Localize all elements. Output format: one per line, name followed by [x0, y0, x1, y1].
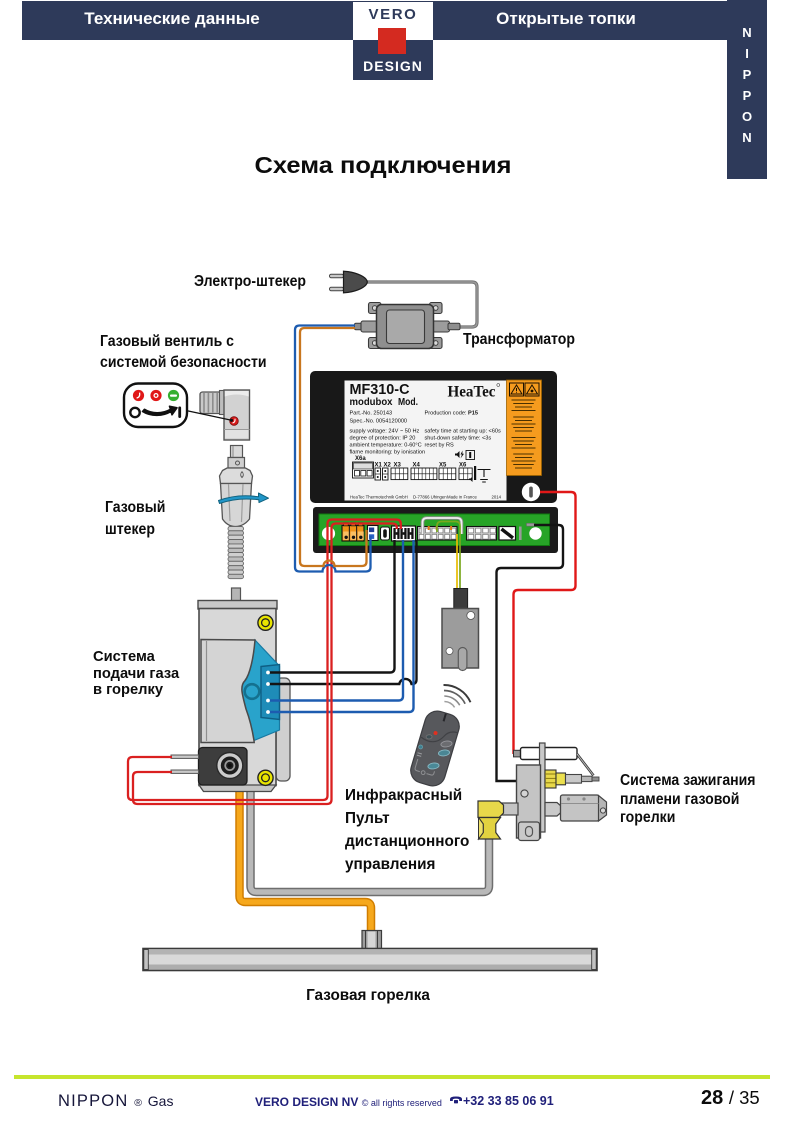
svg-text:Part.-No. 250143: Part.-No. 250143	[350, 411, 393, 417]
svg-text:X3: X3	[394, 463, 402, 469]
svg-text:Spec.-No. 0054120000: Spec.-No. 0054120000	[350, 419, 408, 425]
svg-text:Mod.: Mod.	[398, 397, 418, 408]
svg-text:X6a: X6a	[355, 456, 366, 462]
svg-text:supply voltage: 24V ~ 50 Hz: supply voltage: 24V ~ 50 Hz	[350, 429, 420, 435]
svg-text:degree of protection: IP 20: degree of protection: IP 20	[350, 436, 416, 442]
svg-text:2014: 2014	[492, 495, 502, 500]
svg-text:X5: X5	[439, 463, 447, 469]
svg-text:ambient temperature: 0-60°C: ambient temperature: 0-60°C	[350, 443, 422, 449]
svg-text:safety time at starting up: <6: safety time at starting up: <60s	[425, 429, 502, 435]
svg-text:X4: X4	[413, 463, 421, 469]
svg-text:X1 X2: X1 X2	[375, 463, 392, 469]
svg-text:HeaTec Thermotechnik GmbH: HeaTec Thermotechnik GmbH	[350, 495, 408, 500]
svg-text:Made in France: Made in France	[447, 495, 477, 500]
svg-text:MF310-C: MF310-C	[350, 382, 411, 398]
svg-text:D-77866 Uhingen: D-77866 Uhingen	[413, 495, 447, 500]
svg-text:flame monitoring: by ionisatio: flame monitoring: by ionisation	[350, 450, 426, 456]
svg-text:X6: X6	[459, 463, 467, 469]
svg-text:modubox: modubox	[350, 397, 393, 408]
svg-text:reset by RS: reset by RS	[425, 443, 454, 449]
svg-text:HeaTec: HeaTec	[448, 384, 496, 401]
svg-text:shut-down safety time: <3s: shut-down safety time: <3s	[425, 436, 492, 442]
svg-text:Production code: P15: Production code: P15	[425, 411, 479, 417]
